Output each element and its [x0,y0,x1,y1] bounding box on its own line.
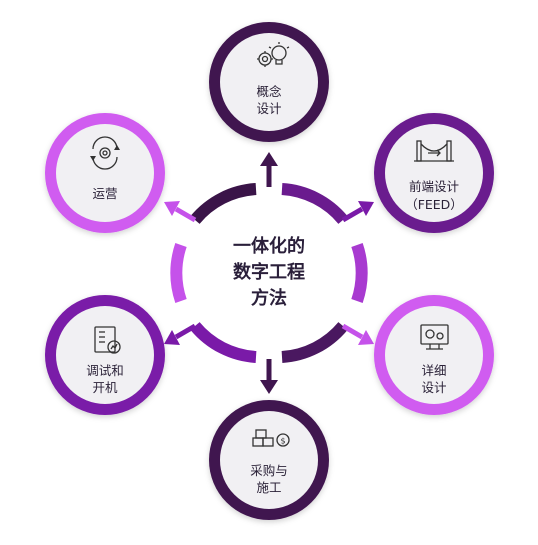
arrow-to-commissioning [164,323,197,345]
node-detailed-design: 详细 设计 [374,295,494,415]
node-detailed-line-1: 详细 [421,363,446,378]
node-operations: 运营 [45,113,165,233]
ring-arc-right [351,243,368,303]
center-line-3: 方法 [251,287,287,309]
node-commissioning-line-2: 开机 [92,380,118,395]
boxes-dollar-icon: $ [252,429,290,447]
node-concept-design: 概念 设计 [209,22,329,142]
document-chart-icon [94,326,121,354]
bridge-icon [414,140,454,162]
center-line-1: 一体化的 [233,235,305,257]
ring-arc-top-left [190,183,257,224]
ring-arc-bottom-left [190,322,257,363]
node-procurement-line-1: 采购与 [250,463,288,478]
node-detailed-line-2: 设计 [421,380,446,395]
node-concept-line-1: 概念 [256,84,282,99]
gear-cycle-icon [90,136,120,170]
arrow-to-procurement [260,359,278,394]
node-procurement-line-2: 施工 [256,480,281,495]
node-feed-line-1: 前端设计 [409,179,459,194]
arrow-to-operations [164,201,197,223]
node-concept-line-2: 设计 [256,101,281,116]
node-commissioning-line-1: 调试和 [86,363,124,378]
center-line-2: 数字工程 [233,261,305,283]
center-label: 一体化的 数字工程 方法 [233,235,305,309]
arrows [164,152,374,394]
lightbulb-gear-icon [257,42,290,67]
ring-arc-top-right [281,183,348,224]
svg-text:$: $ [280,437,285,446]
node-feed-line-2: （FEED） [405,197,463,212]
ring-arc-left [170,243,187,303]
monitor-gear-icon [420,324,449,350]
arrow-to-feed [341,201,374,223]
node-operations-line-1: 运营 [92,186,117,201]
cycle-ring [170,183,368,363]
node-commissioning: 调试和 开机 [45,295,165,415]
node-feed: 前端设计 （FEED） [374,113,494,233]
arrow-to-concept [260,152,278,187]
arrow-to-detailed [341,323,374,345]
node-procurement-construction: $ 采购与 施工 [209,400,329,520]
ring-arc-bottom-right [281,322,348,363]
